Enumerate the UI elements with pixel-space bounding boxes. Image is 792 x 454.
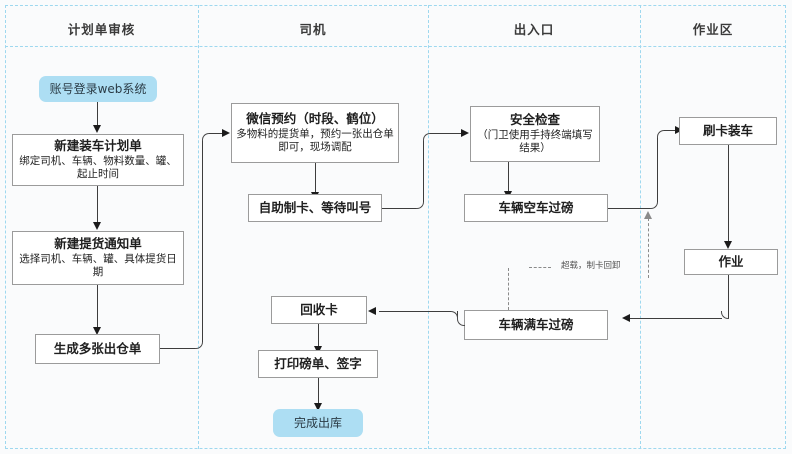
edge-gen-orders-corner-tl xyxy=(202,133,210,141)
edge-empty-weigh-corner-tl xyxy=(657,130,665,138)
arrowhead-swipe-to-operation xyxy=(724,241,732,249)
node-gen-orders-title: 生成多张出仓单 xyxy=(53,340,142,356)
node-recycle-card-title: 回收卡 xyxy=(300,301,338,317)
edge-operation-corner-bl xyxy=(721,311,729,319)
edge-gen-orders-v xyxy=(202,140,203,342)
edge-wechat-to-self-card xyxy=(315,163,316,193)
edge-operation-h xyxy=(630,318,722,319)
edge-empty-weigh-h2 xyxy=(664,130,676,131)
arrowhead-full-weigh-to-recycle xyxy=(368,307,376,315)
node-gen-orders[interactable]: 生成多张出仓单 xyxy=(35,334,160,364)
lane-divider-1 xyxy=(198,5,199,449)
node-safety-check-title: 安全检查 xyxy=(509,111,560,127)
edge-self-card-h1 xyxy=(382,208,417,209)
node-operation[interactable]: 作业 xyxy=(684,249,778,275)
node-new-plan-title: 新建装车计划单 xyxy=(54,137,142,153)
node-login[interactable]: 账号登录web系统 xyxy=(39,76,157,102)
edge-overload-dash-stub xyxy=(508,268,509,310)
arrowhead-self-card-to-safety xyxy=(461,129,469,137)
node-self-card[interactable]: 自助制卡、等待叫号 xyxy=(248,194,382,222)
edge-gen-orders-h2 xyxy=(209,133,223,134)
edge-full-weigh-corner-tr xyxy=(450,311,458,319)
node-operation-title: 作业 xyxy=(718,253,744,269)
edge-self-card-h2 xyxy=(430,133,462,134)
arrowhead-new-plan-to-notice xyxy=(93,222,101,230)
lane-divider-2 xyxy=(428,5,429,449)
node-new-plan-sub: 绑定司机、车辆、物料数量、罐、起止时间 xyxy=(19,154,177,181)
edge-empty-weigh-v xyxy=(657,137,658,202)
edge-login-to-new-plan xyxy=(97,102,98,126)
node-recycle-card[interactable]: 回收卡 xyxy=(271,296,367,324)
lane-header-divider xyxy=(5,46,786,47)
edge-print-to-finish xyxy=(318,378,319,404)
edge-notice-to-gen-orders xyxy=(97,285,98,328)
node-finish-title: 完成出库 xyxy=(293,415,342,430)
arrowhead-gen-orders-to-wechat xyxy=(222,129,230,137)
node-self-card-title: 自助制卡、等待叫号 xyxy=(258,199,372,215)
lane-title-driver: 司机 xyxy=(299,22,327,37)
edge-swipe-to-operation xyxy=(728,145,729,242)
edge-full-weigh-h xyxy=(379,311,451,312)
edge-safety-to-empty-weigh xyxy=(508,162,509,192)
edge-label-overload: 超载，制卡回卸 xyxy=(561,261,621,271)
node-swipe-load[interactable]: 刷卡装车 xyxy=(679,117,777,145)
edge-overload-return-dash xyxy=(648,218,649,278)
swimlane-frame xyxy=(5,5,786,449)
lane-title-work-zone: 作业区 xyxy=(692,22,734,37)
node-new-notice-sub: 选择司机、车辆、罐、具体提货日期 xyxy=(19,252,177,279)
node-full-weigh[interactable]: 车辆满车过磅 xyxy=(464,310,608,340)
node-wechat-booking-sub: 多物料的提货单，预约一张出仓单即可，现场调配 xyxy=(236,127,394,154)
edge-operation-v xyxy=(728,275,729,318)
node-finish[interactable]: 完成出库 xyxy=(273,409,363,437)
arrowhead-print-to-finish xyxy=(314,403,322,411)
node-full-weigh-title: 车辆满车过磅 xyxy=(498,316,574,332)
node-empty-weigh-title: 车辆空车过磅 xyxy=(498,199,574,215)
node-swipe-load-title: 刷卡装车 xyxy=(702,122,753,138)
arrowhead-overload-return xyxy=(644,211,652,219)
lane-divider-3 xyxy=(640,5,641,449)
arrowhead-notice-to-gen-orders xyxy=(93,327,101,335)
node-login-title: 账号登录web系统 xyxy=(49,81,147,96)
arrowhead-operation-to-full-weigh xyxy=(622,314,630,322)
lane-title-plan-review: 计划单审核 xyxy=(67,22,136,37)
node-wechat-booking-title: 微信预约（时段、鹤位） xyxy=(246,110,384,126)
node-safety-check[interactable]: 安全检查 （门卫使用手持终端填写结果） xyxy=(470,106,600,162)
edge-empty-weigh-h1 xyxy=(608,208,651,209)
node-print-ticket[interactable]: 打印磅单、签字 xyxy=(258,350,378,378)
node-print-ticket-title: 打印磅单、签字 xyxy=(274,355,362,371)
edge-self-card-v xyxy=(423,140,424,202)
lane-title-gate: 出入口 xyxy=(513,22,555,37)
edge-full-weigh-corner-bl xyxy=(457,318,465,326)
node-wechat-booking[interactable]: 微信预约（时段、鹤位） 多物料的提货单，预约一张出仓单即可，现场调配 xyxy=(231,103,399,163)
arrowhead-login-to-new-plan xyxy=(93,125,101,133)
node-new-notice-title: 新建提货通知单 xyxy=(54,235,142,251)
edge-gen-orders-h1 xyxy=(160,348,196,349)
edge-overload-dash-label-rule xyxy=(529,267,551,268)
edge-recycle-to-print xyxy=(318,324,319,347)
node-empty-weigh[interactable]: 车辆空车过磅 xyxy=(464,194,608,222)
node-safety-check-sub: （门卫使用手持终端填写结果） xyxy=(477,128,593,155)
edge-self-card-corner-tl xyxy=(423,133,431,141)
edge-new-plan-to-notice xyxy=(97,186,98,223)
node-new-notice[interactable]: 新建提货通知单 选择司机、车辆、罐、具体提货日期 xyxy=(12,231,184,285)
node-new-plan[interactable]: 新建装车计划单 绑定司机、车辆、物料数量、罐、起止时间 xyxy=(12,134,184,186)
